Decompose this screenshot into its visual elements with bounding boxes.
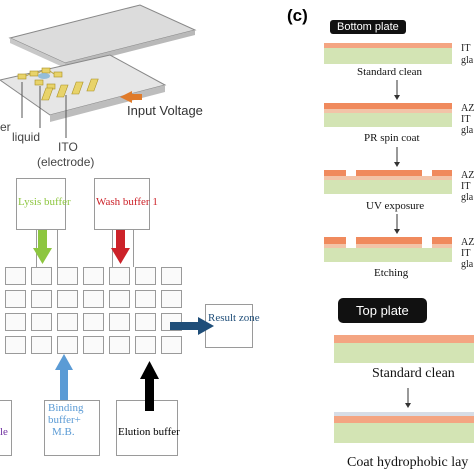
binding-label-2: buffer+ <box>48 414 81 426</box>
grid-cell <box>109 290 130 308</box>
bottom-plate-title: Bottom plate <box>330 20 406 34</box>
step-standard-clean: Standard clean <box>357 66 423 78</box>
partial-label: le <box>0 426 8 438</box>
top-layer-stack-1 <box>334 335 474 363</box>
electrode-label: (electrode) <box>37 155 95 169</box>
partial-label-left: er <box>0 120 11 134</box>
grid-cell <box>109 267 130 285</box>
step-etching: Etching <box>374 267 409 279</box>
chip-diagram: Lysis buffer Wash buffer 1 Result zone B… <box>0 178 300 474</box>
step-uv-exposure: UV exposure <box>366 200 425 212</box>
layer-stack-4 <box>324 237 452 262</box>
partial-port <box>0 400 12 456</box>
grid-cell <box>109 313 130 331</box>
grid-cell <box>83 336 104 354</box>
grid-cell <box>135 290 156 308</box>
top-step-coat-hydrophobic: Coat hydrophobic lay <box>347 455 469 470</box>
grid-cell <box>31 267 52 285</box>
binding-port <box>44 400 100 456</box>
result-arrow <box>170 317 214 335</box>
top-plate-title: Top plate <box>338 298 427 323</box>
grid-cell <box>109 336 130 354</box>
grid-cell <box>5 313 26 331</box>
grid-cell <box>57 267 78 285</box>
side-label-4c: gla <box>461 259 474 270</box>
chip-arrows <box>33 230 214 411</box>
process-steps <box>320 0 474 474</box>
top-step-standard-clean: Standard clean <box>372 366 455 381</box>
panel-c-label: (c) <box>287 6 308 25</box>
grid-cell <box>161 336 182 354</box>
top-layer-stack-2 <box>334 412 474 443</box>
side-label-2a: AZ <box>461 103 474 114</box>
device-illustration <box>0 0 200 175</box>
side-label-4b: IT <box>461 248 471 259</box>
device-drawing <box>0 4 197 138</box>
grid-cell <box>161 267 182 285</box>
grid-cell <box>5 336 26 354</box>
elution-arrow <box>140 361 159 411</box>
grid-cell <box>83 267 104 285</box>
layer-stack-2 <box>324 103 452 127</box>
layer-stacks <box>324 43 474 443</box>
input-voltage-label: Input Voltage <box>127 103 203 118</box>
ito-label: ITO <box>58 140 78 154</box>
side-label-4a: AZ <box>461 237 474 248</box>
wash-arrow <box>111 230 130 264</box>
elution-label: Elution buffer <box>118 426 180 438</box>
side-label-2c: gla <box>461 125 474 136</box>
lysis-arrow <box>33 230 52 264</box>
grid-cell <box>57 290 78 308</box>
grid-cell <box>83 290 104 308</box>
result-label: Result zone <box>208 312 260 324</box>
step-pr-spin-coat: PR spin coat <box>364 132 420 144</box>
binding-label-1: Binding <box>48 402 84 414</box>
grid-cell <box>57 336 78 354</box>
side-label-3a: AZ <box>461 170 474 181</box>
side-label-3b: IT <box>461 181 471 192</box>
grid-cell <box>5 267 26 285</box>
wash-port <box>94 178 150 230</box>
side-label-3c: gla <box>461 192 474 203</box>
layer-stack-3 <box>324 170 452 194</box>
liquid-label: liquid <box>12 130 41 144</box>
lysis-label: Lysis buffer <box>18 196 71 208</box>
grid-cell <box>135 336 156 354</box>
side-label-1b: gla <box>461 55 474 66</box>
binding-label-3: M.B. <box>52 426 75 438</box>
grid-cell <box>31 336 52 354</box>
side-label-1a: IT <box>461 43 471 54</box>
layer-stack-1 <box>324 43 452 64</box>
grid-cell <box>31 313 52 331</box>
binding-arrow <box>55 354 73 400</box>
grid-cell <box>57 313 78 331</box>
grid-cell <box>31 290 52 308</box>
lysis-port <box>16 178 66 230</box>
grid-cell <box>135 267 156 285</box>
grid-cell <box>135 313 156 331</box>
grid-cell <box>161 290 182 308</box>
side-label-2b: IT <box>461 114 471 125</box>
grid-cell <box>83 313 104 331</box>
grid-cell <box>5 290 26 308</box>
wash-label: Wash buffer 1 <box>96 196 158 208</box>
